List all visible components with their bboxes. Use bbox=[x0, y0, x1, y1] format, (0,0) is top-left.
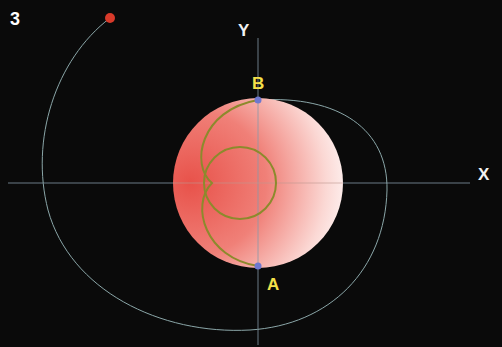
trajectory-curve bbox=[201, 100, 258, 266]
point-label: B bbox=[252, 75, 264, 92]
point-label: A bbox=[267, 276, 279, 293]
moving-particle bbox=[105, 13, 115, 23]
trajectory-loop bbox=[204, 147, 276, 219]
x-axis-over-sphere bbox=[173, 183, 343, 184]
point-b bbox=[255, 97, 262, 104]
orbit-path bbox=[42, 18, 387, 330]
axis-label: Y bbox=[238, 22, 249, 39]
figure-number: 3 bbox=[10, 10, 20, 28]
sphere bbox=[173, 98, 343, 268]
axis-label: X bbox=[478, 166, 489, 183]
point-a bbox=[255, 263, 262, 270]
x-axis bbox=[8, 183, 470, 184]
